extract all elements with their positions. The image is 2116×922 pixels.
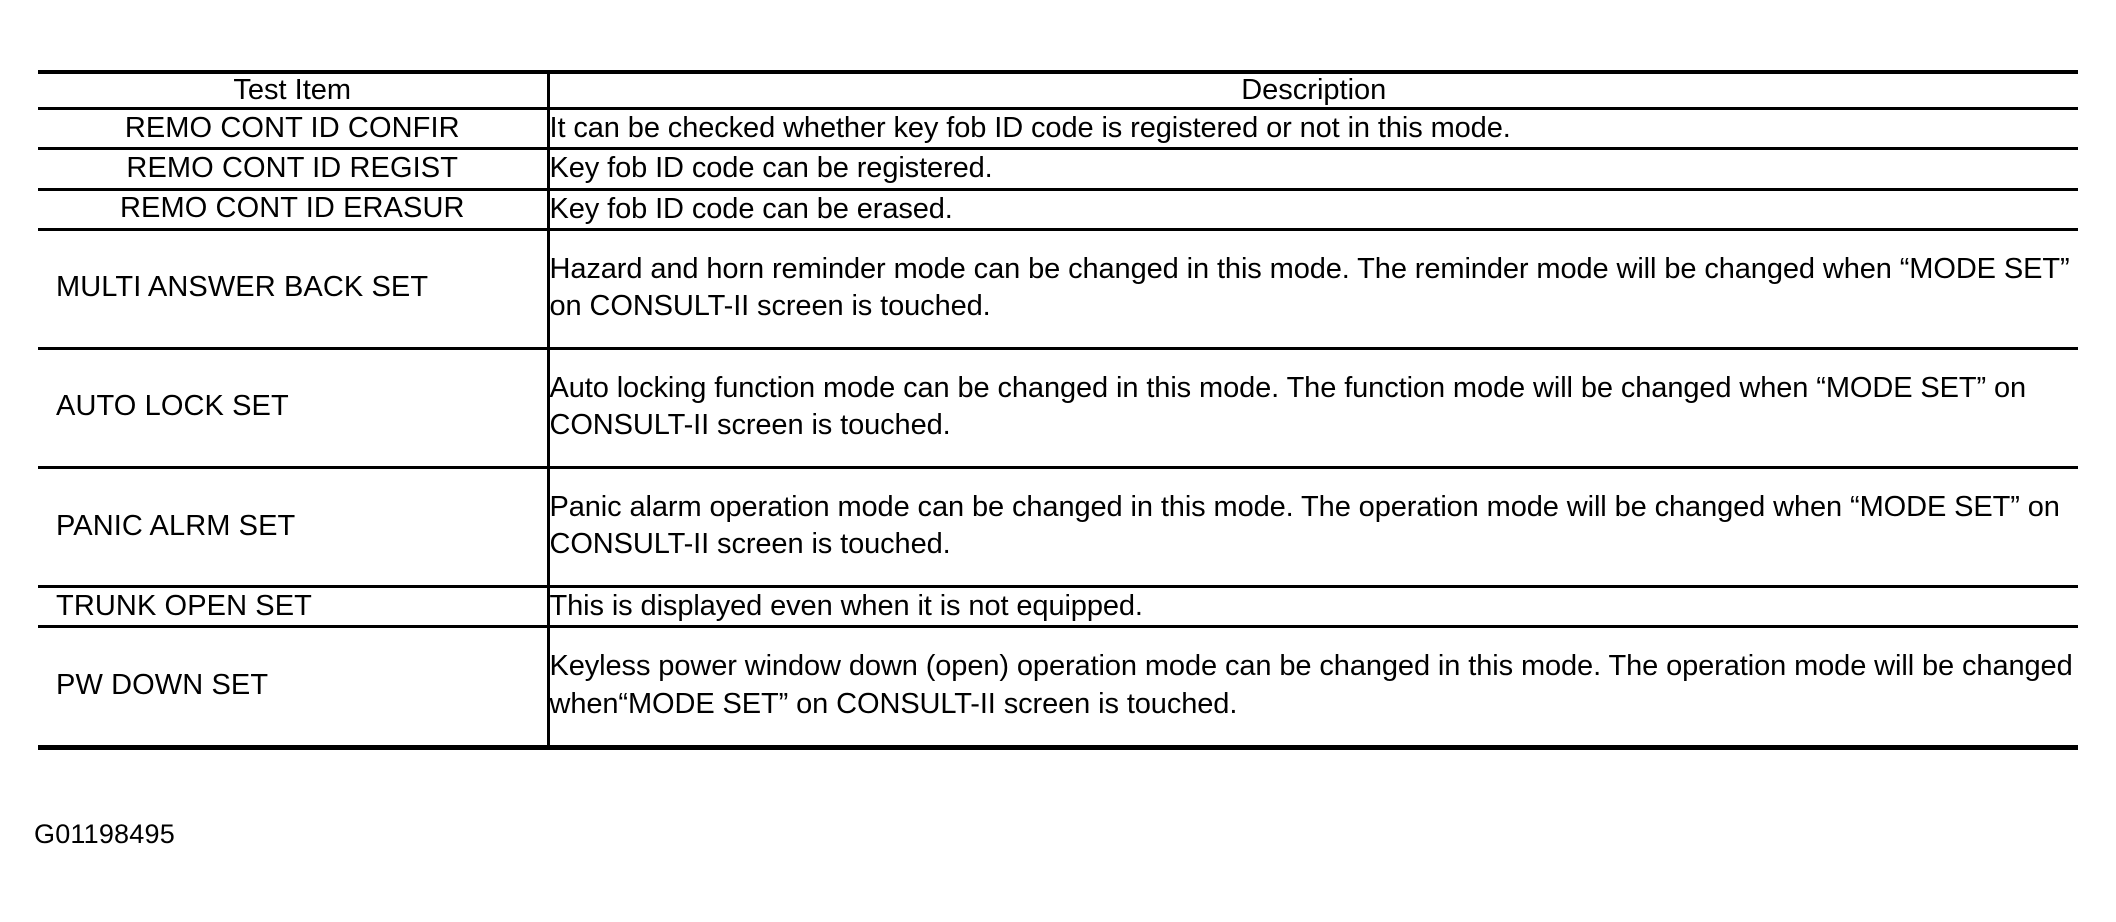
table-row: AUTO LOCK SET Auto locking function mode… xyxy=(38,348,2078,470)
table-row: REMO CONT ID REGIST Key fob ID code can … xyxy=(38,148,2078,191)
table-header-row: Test Item Description xyxy=(38,72,2078,111)
cell-test-item: REMO CONT ID ERASUR xyxy=(38,189,548,231)
cell-test-item: PW DOWN SET xyxy=(56,668,269,701)
figure-reference-code: G01198495 xyxy=(34,819,175,849)
cell-test-item: TRUNK OPEN SET xyxy=(38,586,548,629)
column-header-test-item: Test Item xyxy=(38,72,548,111)
cell-description: It can be checked whether key fob ID cod… xyxy=(546,108,2078,151)
table-row: MULTI ANSWER BACK SET Hazard and horn re… xyxy=(38,229,2078,350)
cell-test-item: REMO CONT ID REGIST xyxy=(38,148,548,191)
table-row: PANIC ALRM SET Panic alarm operation mod… xyxy=(38,467,2078,589)
table-row: REMO CONT ID CONFIR It can be checked wh… xyxy=(38,108,2078,151)
cell-description: This is displayed even when it is not eq… xyxy=(546,586,2078,629)
cell-test-item: REMO CONT ID CONFIR xyxy=(38,108,548,151)
table-row: REMO CONT ID ERASUR Key fob ID code can … xyxy=(38,189,2078,231)
cell-description: Key fob ID code can be registered. xyxy=(546,148,2078,191)
cell-test-item: PANIC ALRM SET xyxy=(38,467,548,589)
cell-description: Auto locking function mode can be change… xyxy=(546,348,2078,470)
cell-description: Panic alarm operation mode can be change… xyxy=(546,467,2078,589)
spec-table-container: Test Item Description REMO CONT ID CONFI… xyxy=(38,70,2078,750)
table-row: TRUNK OPEN SET This is displayed even wh… xyxy=(38,586,2078,629)
cell-test-item: MULTI ANSWER BACK SET xyxy=(38,229,548,350)
test-item-description-table: Test Item Description REMO CONT ID CONFI… xyxy=(38,70,2078,750)
table-row: PW DOWN SET Keyless power window down (o… xyxy=(38,626,2078,748)
table-body: REMO CONT ID CONFIR It can be checked wh… xyxy=(38,108,2078,748)
table-header: Test Item Description xyxy=(38,72,2078,111)
cell-test-item: AUTO LOCK SET xyxy=(38,348,548,470)
cell-description: Hazard and horn reminder mode can be cha… xyxy=(546,229,2078,350)
cell-description: Keyless power window down (open) operati… xyxy=(546,626,2078,748)
column-header-description: Description xyxy=(546,72,2078,111)
cell-description: Key fob ID code can be erased. xyxy=(546,189,2078,231)
